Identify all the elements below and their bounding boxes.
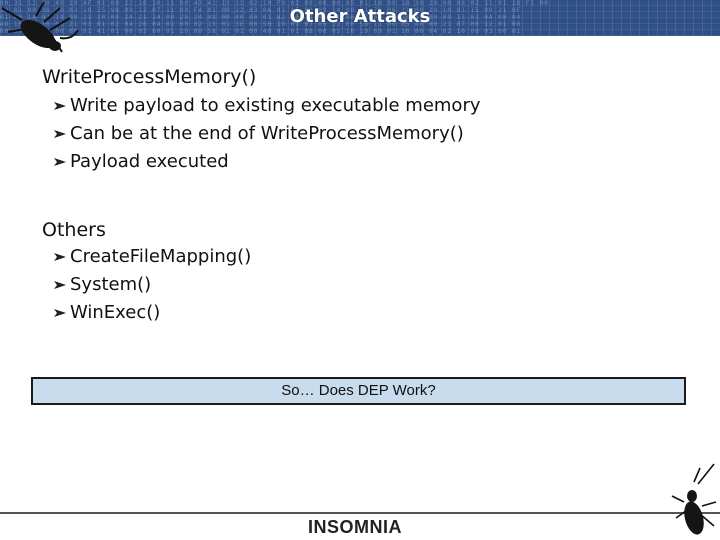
section-others: Others CreateFileMapping() System() WinE… [42, 219, 251, 327]
slide-title: Other Attacks [289, 6, 431, 27]
bullet-text: CreateFileMapping() [70, 246, 252, 267]
header-pattern: 00 31 12 00 45 10 AF 01 09 22 10 10 11 0… [0, 0, 549, 35]
cockroach-icon [1, 1, 79, 53]
callout-box: So… Does DEP Work? [31, 377, 686, 405]
footer-divider [0, 512, 720, 514]
insomnia-logo: INSOMNIA [308, 517, 402, 537]
bullet-text: WinExec() [70, 302, 161, 323]
list-item: Payload executed [42, 148, 481, 176]
bullet-text: Write payload to existing executable mem… [70, 95, 481, 116]
section-writeprocessmemory: WriteProcessMemory() Write payload to ex… [42, 66, 481, 176]
bullet-text: System() [70, 274, 152, 295]
section-heading: WriteProcessMemory() [42, 66, 257, 88]
arrow-bullet-icon [54, 309, 66, 317]
list-item: Can be at the end of WriteProcessMemory(… [42, 120, 481, 148]
arrow-bullet-icon [54, 158, 66, 166]
list-item: System() [42, 271, 251, 299]
list-item: CreateFileMapping() [42, 243, 251, 271]
slide-header: 00 31 12 00 45 10 AF 01 09 22 10 10 11 0… [0, 0, 720, 36]
arrow-bullet-icon [54, 281, 66, 289]
arrow-bullet-icon [54, 130, 66, 138]
cockroach-icon [671, 463, 717, 535]
bullet-text: Can be at the end of WriteProcessMemory(… [70, 123, 464, 144]
list-item: Write payload to existing executable mem… [42, 92, 481, 120]
list-item: WinExec() [42, 299, 251, 327]
section-heading: Others [42, 219, 106, 241]
arrow-bullet-icon [54, 253, 66, 261]
arrow-bullet-icon [54, 102, 66, 110]
bullet-text: Payload executed [70, 151, 229, 172]
